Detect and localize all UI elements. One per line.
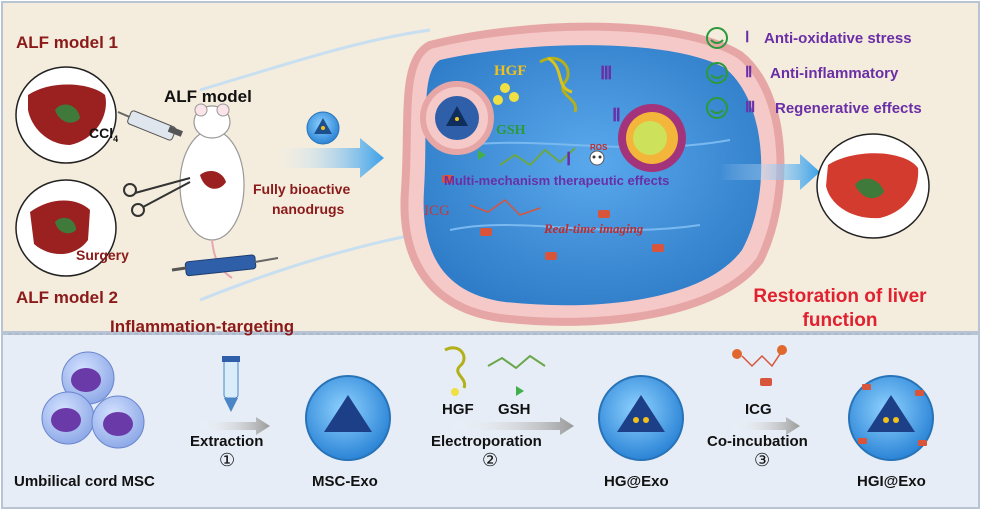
real-time-imaging-label: Real-time imaging <box>544 221 644 236</box>
smiley-icon <box>706 62 728 84</box>
icg-molecules <box>442 175 664 260</box>
hgi-exo-illustration <box>848 375 934 461</box>
effect-2-text: Anti-inflammatory <box>770 65 899 82</box>
alf-model-label: ALF model <box>164 87 252 106</box>
syringe-icon <box>171 254 279 277</box>
roman-2-label-cell: Ⅱ <box>612 105 621 125</box>
multi-mechanism-label: Multi-mechanism therapeutic effects <box>444 173 670 188</box>
msc-cells-illustration <box>41 351 145 449</box>
inflammation-targeting-label: Inflammation-targeting <box>110 317 295 336</box>
alf-model-2-label: ALF model 2 <box>16 288 119 307</box>
msc-exo-illustration <box>305 375 391 461</box>
icg-label-bottom: ICG <box>745 401 772 418</box>
effect-3-numeral: Ⅲ <box>745 100 756 116</box>
effect-1-numeral: Ⅰ <box>745 30 750 46</box>
centrifuge-tube-icon <box>222 356 240 412</box>
smiley-icon <box>706 97 728 119</box>
bottom-panel <box>1 333 980 509</box>
msc-exo-label: MSC-Exo <box>312 473 378 490</box>
flow-curve <box>199 28 431 92</box>
gsh-chain-icon <box>487 354 546 370</box>
hg-exo-illustration <box>598 375 684 461</box>
gsh-chain-icon <box>499 147 576 167</box>
step-arrow <box>448 417 574 435</box>
gsh-label-bottom: GSH <box>498 401 531 418</box>
step-arrow <box>196 417 270 435</box>
roman-3-label-cell: Ⅲ <box>600 63 613 83</box>
icg-chain-icon <box>469 199 541 216</box>
nucleus-illustration <box>618 104 686 172</box>
ccl4-label: CCl4 <box>89 125 119 144</box>
icg-label-cell: ICG <box>424 203 450 219</box>
icg-molecule-icon <box>732 345 787 386</box>
syringe-icon <box>117 110 183 141</box>
scissors-icon <box>123 177 191 217</box>
arrow-to-cell <box>268 138 384 178</box>
restored-liver-illustration <box>816 133 930 239</box>
effect-3-text: Regenerative effects <box>775 100 922 117</box>
hgf-protein-icon <box>539 56 578 113</box>
umbilical-cord-msc-label: Umbilical cord MSC <box>14 473 155 490</box>
step-1-number: ① <box>219 450 236 470</box>
electroporation-label: Electroporation <box>431 433 542 450</box>
hgi-exo-label: HGI@Exo <box>857 473 926 490</box>
hg-exo-label: HG@Exo <box>604 473 669 490</box>
smiley-icon <box>706 27 728 49</box>
liver-ccl4-illustration <box>15 66 117 164</box>
ros-icon <box>589 150 605 166</box>
extraction-label: Extraction <box>190 433 264 450</box>
nanodrugs-label-line1: Fully bioactive <box>253 181 351 197</box>
alf-model-1-label: ALF model 1 <box>16 33 119 52</box>
surgery-label: Surgery <box>76 247 129 263</box>
effect-2-numeral: Ⅱ <box>745 65 753 81</box>
hgf-protein-icon <box>444 346 467 396</box>
nanodrugs-label-line2: nanodrugs <box>272 201 345 217</box>
hgf-label-bottom: HGF <box>442 401 474 418</box>
liver-surgery-illustration <box>15 179 117 277</box>
hgf-label-cell: HGF <box>494 63 527 79</box>
step-3-number: ③ <box>754 450 771 470</box>
ros-label: ROS <box>590 143 608 152</box>
step-2-number: ② <box>482 450 499 470</box>
restoration-label: Restoration of liver function <box>753 286 927 331</box>
gsh-marker-icon <box>516 386 524 396</box>
endocytic-vesicle <box>420 81 494 155</box>
gsh-molecules <box>478 83 519 160</box>
nanodrug-exosome-icon <box>306 111 340 145</box>
effect-1-text: Anti-oxidative stress <box>764 30 912 47</box>
roman-1-label-cell: Ⅰ <box>566 149 572 169</box>
mouse-illustration <box>179 103 245 279</box>
step-arrow <box>730 417 800 435</box>
gsh-label-cell: GSH <box>496 123 526 138</box>
coincubation-label: Co-incubation <box>707 433 808 450</box>
arrow-to-liver <box>720 154 820 190</box>
